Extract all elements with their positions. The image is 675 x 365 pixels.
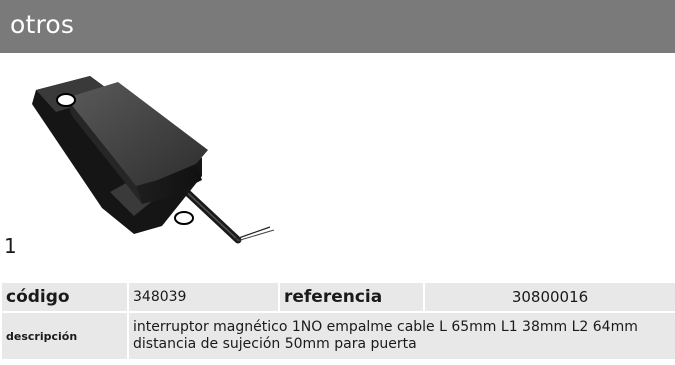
product-image-magnetic-switch <box>32 76 275 244</box>
codigo-value: 348039 <box>127 281 280 313</box>
table-row: descripción interruptor magnético 1NO em… <box>0 311 675 361</box>
table-row: código 348039 referencia 30800016 <box>0 281 675 313</box>
spec-table: código 348039 referencia 30800016 descri… <box>0 281 675 361</box>
referencia-label: referencia <box>278 281 425 313</box>
codigo-label: código <box>0 281 129 313</box>
section-title: otros <box>10 10 75 39</box>
descripcion-label: descripción <box>0 311 129 361</box>
referencia-value: 30800016 <box>423 281 675 313</box>
item-number: 1 <box>4 234 17 258</box>
section-header: otros <box>0 0 675 53</box>
descripcion-value: interruptor magnético 1NO empalme cable … <box>127 311 675 361</box>
